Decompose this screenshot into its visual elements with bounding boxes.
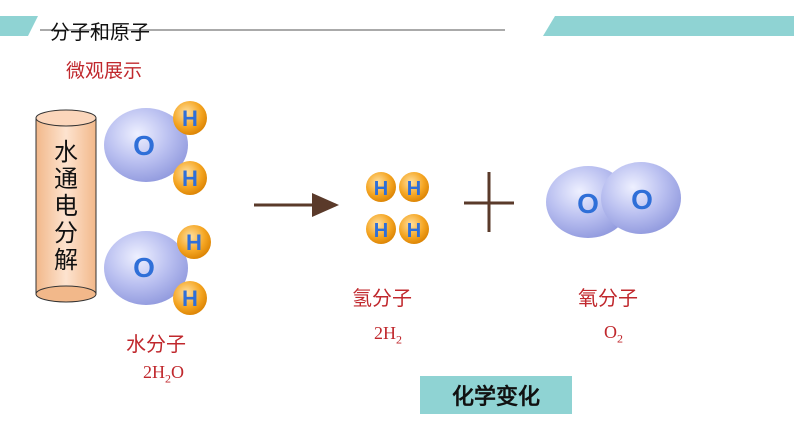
- water-molecule-2: [104, 225, 211, 315]
- atom-letters: O H H O H H H H H H O O: [133, 106, 653, 311]
- tube-label-char: 电: [54, 193, 78, 220]
- tube-label: 水 通 电 分 解: [54, 139, 78, 274]
- hydrogen-letter: H: [407, 220, 421, 242]
- hydrogen-letter: H: [182, 286, 198, 311]
- tube-label-char: 解: [54, 247, 78, 274]
- oxygen-letter: O: [133, 130, 155, 161]
- page-title: 分子和原子: [50, 20, 150, 44]
- oxygen-letter: O: [631, 184, 653, 215]
- oxygen-letter: O: [577, 188, 599, 219]
- hydrogen-letter: H: [186, 230, 202, 255]
- tube-label-char: 通: [54, 166, 78, 193]
- oxygen-formula: O2: [604, 322, 623, 346]
- hydrogen-letter: H: [374, 220, 388, 242]
- hydrogen-molecule-label: 氢分子: [352, 286, 412, 310]
- page-subtitle: 微观展示: [66, 60, 143, 82]
- water-molecule-label: 水分子: [126, 332, 186, 356]
- hydrogen-molecule-2: [366, 214, 429, 244]
- water-molecule-1: [104, 101, 207, 195]
- hydrogen-letter: H: [374, 178, 388, 200]
- header-band-left: [0, 16, 38, 36]
- hydrogen-letter: H: [182, 166, 198, 191]
- electrolysis-tube: [35, 109, 97, 303]
- hydrogen-formula: 2H2: [374, 323, 402, 347]
- tube-label-char: 水: [54, 139, 78, 166]
- header-band-right: [543, 16, 794, 36]
- hydrogen-molecule-1: [366, 172, 429, 202]
- oxygen-molecule: [546, 162, 681, 238]
- tube-label-char: 分: [54, 220, 78, 247]
- hydrogen-letter: H: [407, 178, 421, 200]
- oxygen-molecule-label: 氧分子: [578, 286, 638, 310]
- water-formula: 2H2O: [143, 362, 184, 386]
- hydrogen-letter: H: [182, 106, 198, 131]
- plus-sign: [464, 172, 514, 232]
- oxygen-letter: O: [133, 252, 155, 283]
- chemical-change-badge: 化学变化: [420, 376, 572, 414]
